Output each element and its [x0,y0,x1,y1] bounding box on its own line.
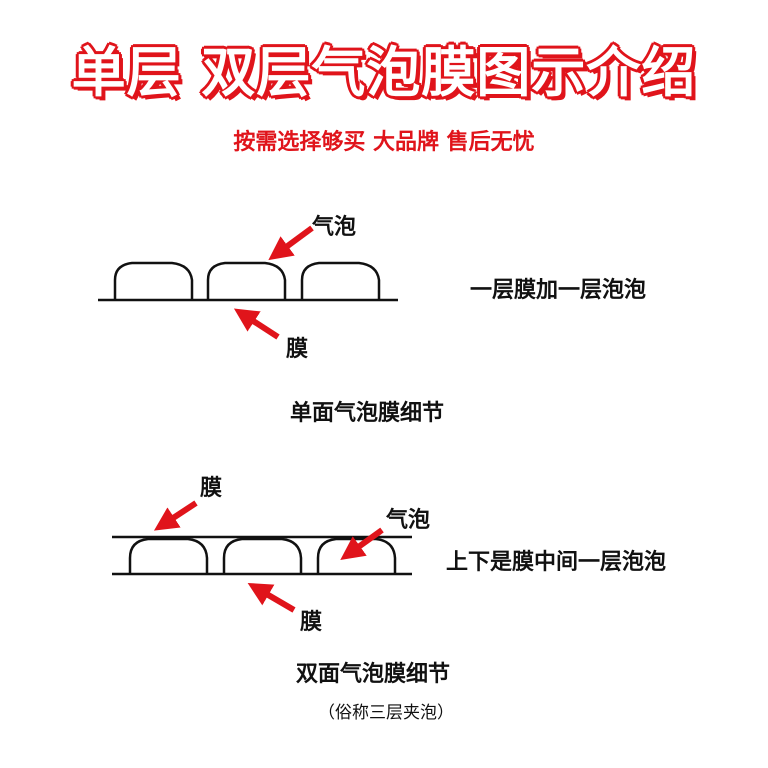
double-caption: 双面气泡膜细节 [296,662,451,687]
double-bubble-arrow [340,527,384,561]
page-subtitle: 按需选择够买 大品牌 售后无忧 [233,130,535,155]
single-caption: 单面气泡膜细节 [290,401,445,426]
single-bubble-arrow [268,225,314,261]
double-note: （俗称三层夹泡） [318,703,454,723]
page-title: 单层 双层气泡膜图示介绍 [71,41,697,104]
single-bubble-label: 气泡 [312,215,357,240]
double-bubble-3 [316,537,397,574]
single-bubble-3 [300,261,381,300]
single-bubble-1 [113,261,194,300]
double-top-film-arrow [153,500,198,531]
single-bubble-2 [206,261,287,300]
single-film-label: 膜 [286,337,309,362]
single-description: 一层膜加一层泡泡 [470,278,647,303]
double-bottom-film-label: 膜 [300,610,323,635]
double-bubble-2 [222,537,303,574]
double-bubble-1 [128,537,209,574]
single-film-arrow [233,308,280,340]
double-description: 上下是膜中间一层泡泡 [446,550,667,575]
double-bottom-film-arrow [247,582,296,613]
double-top-film-label: 膜 [200,476,223,501]
double-bubble-label: 气泡 [386,508,431,533]
